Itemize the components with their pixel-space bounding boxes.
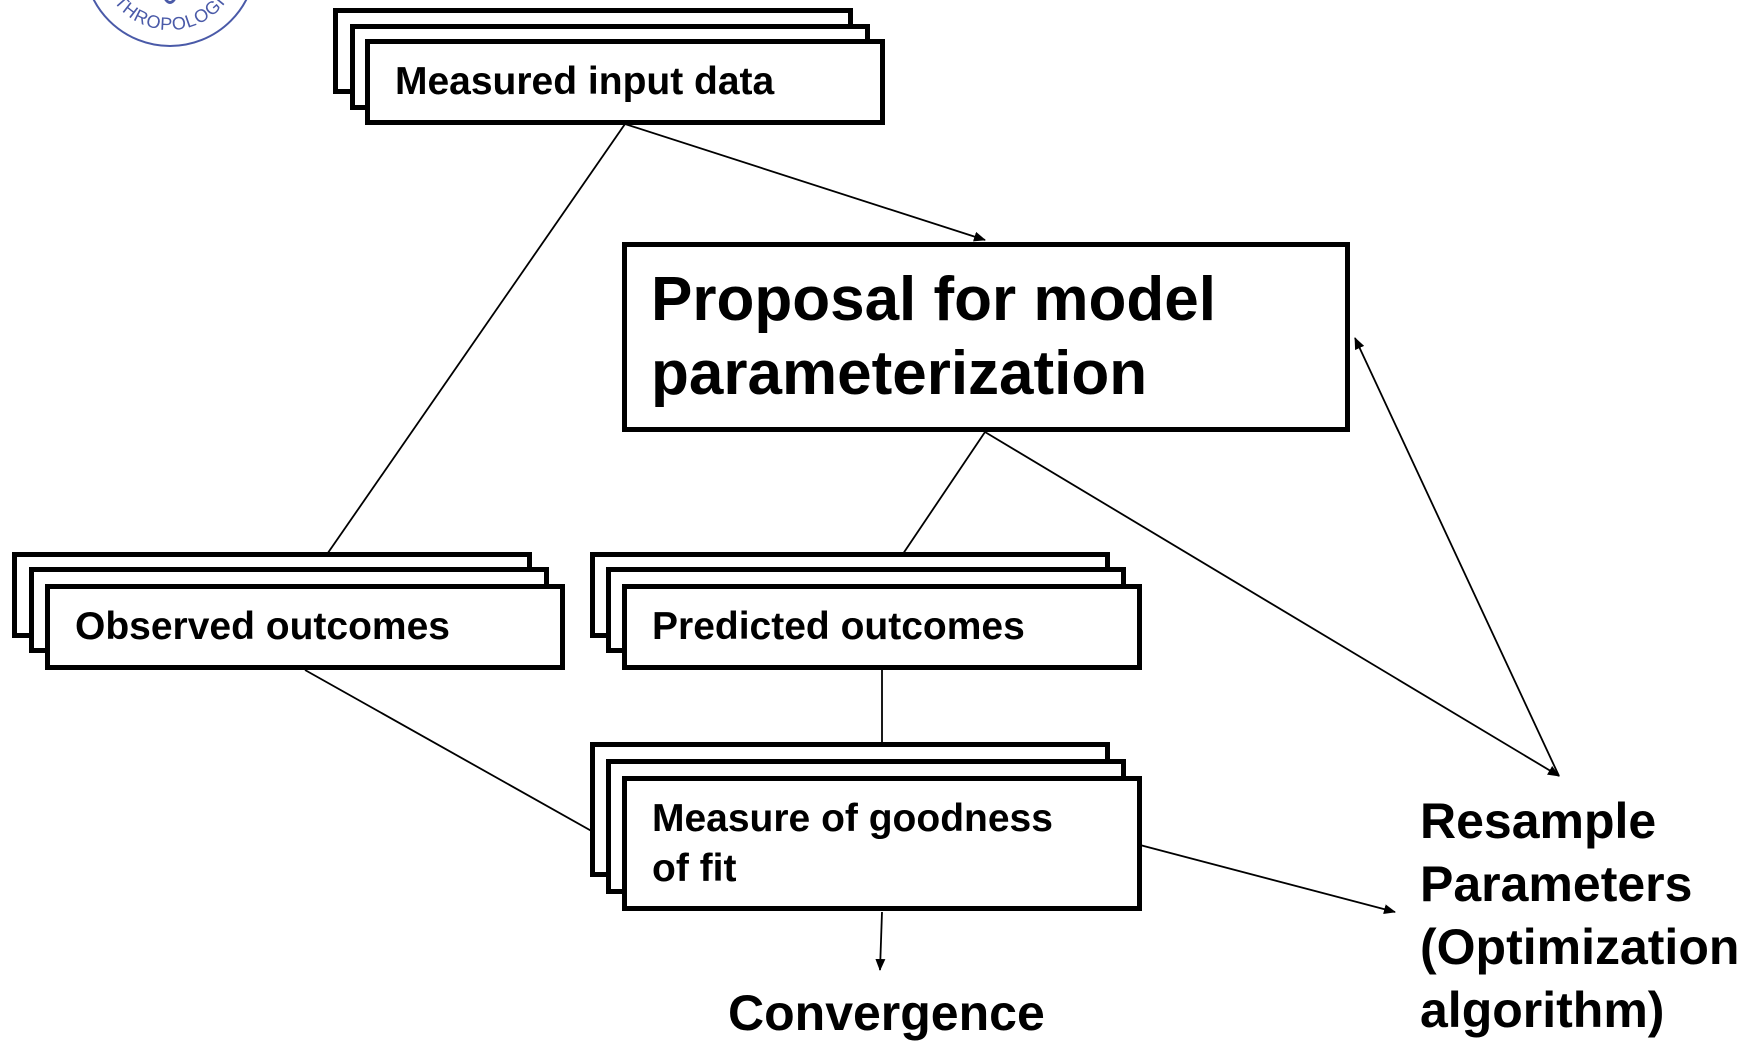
goodness-label-line-1: Measure of goodness [652,796,1053,840]
arrow-observed-to-goodness [304,669,621,848]
arrow-input-to-proposal [624,123,986,242]
proposal-label-line-1: Proposal for model [651,264,1216,334]
observed-outcomes-node: Observed outcomes [45,584,565,670]
resample-line-1: Resample [1420,793,1657,849]
convergence-label: Convergence [728,985,1045,1041]
arrow-goodness-to-convergence [875,911,886,971]
measured-input-label: Measured input data [395,60,775,103]
measured-input-node: Measured input data [365,39,885,125]
observed-outcomes-label: Observed outcomes [75,605,450,648]
proposal-node: Proposal for model parameterization [622,242,1350,432]
resample-line-4: algorithm) [1420,982,1665,1038]
resample-parameters-label: Resample Parameters (Optimization algori… [1420,790,1739,1042]
predicted-outcomes-node: Predicted outcomes [622,584,1142,670]
goodness-of-fit-node: Measure of goodness of fit [622,776,1142,911]
resample-line-3: (Optimization [1420,919,1740,975]
arrow-goodness-to-resample [1139,844,1396,915]
arrow-resample-to-proposal [1354,337,1560,777]
proposal-label-line-2: parameterization [651,339,1148,408]
institution-seal-logo: ANTHROPOLOGICUM [92,0,248,47]
arrow-input-to-observed [304,123,626,587]
goodness-label-line-2: of fit [652,846,737,890]
predicted-outcomes-label: Predicted outcomes [652,605,1025,648]
resample-line-2: Parameters [1420,856,1693,912]
